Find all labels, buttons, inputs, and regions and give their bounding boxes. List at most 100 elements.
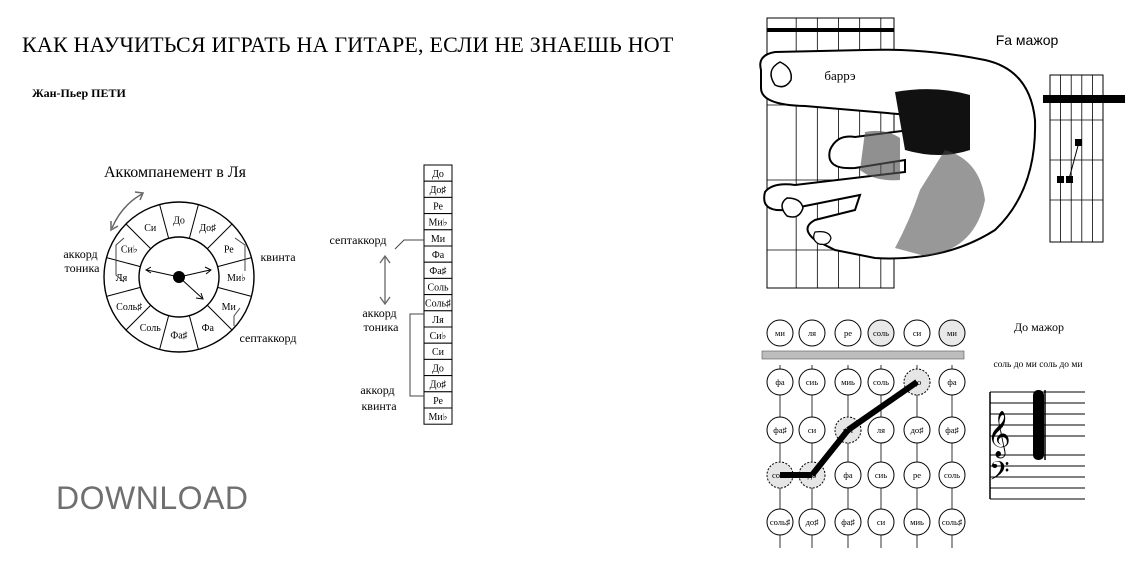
fret-note: си bbox=[867, 508, 895, 536]
author-name: Жан-Пьер ПЕТИ bbox=[32, 86, 126, 100]
ladder-cell: До bbox=[423, 164, 453, 182]
ladder-cell: Ля bbox=[423, 310, 453, 328]
svg-text:соль: соль bbox=[873, 377, 889, 387]
ladder-cell: До♯ bbox=[423, 180, 453, 198]
fret-note: сиь bbox=[867, 461, 895, 489]
open-string-note: си bbox=[903, 319, 931, 347]
fifth-bracket bbox=[234, 237, 246, 271]
do-major-nut bbox=[761, 350, 965, 360]
svg-text:Фа: Фа bbox=[432, 250, 445, 261]
ladder-label-fifth: аккорд квинта bbox=[360, 383, 397, 413]
circle-note: До bbox=[173, 216, 185, 227]
svg-text:Соль: Соль bbox=[427, 282, 449, 293]
ladder-label-seventh: септаккорд bbox=[330, 233, 387, 247]
music-staff: 𝄞 𝄢 bbox=[987, 390, 1085, 500]
svg-text:До: До bbox=[432, 169, 444, 180]
svg-text:Фа♯: Фа♯ bbox=[429, 266, 446, 277]
circle-label-fifth: квинта bbox=[260, 250, 296, 264]
circle-note: Фа♯ bbox=[170, 331, 187, 342]
fret-note: соль♯ bbox=[938, 508, 966, 536]
svg-text:ля: ля bbox=[877, 425, 885, 435]
fret-note: соль bbox=[867, 368, 895, 396]
svg-text:фа: фа bbox=[775, 377, 785, 387]
ladder-cell: Ми♭ bbox=[423, 407, 453, 425]
rotation-arrow-icon bbox=[110, 191, 145, 232]
svg-text:Ре: Ре bbox=[433, 201, 443, 212]
fret-note: ля bbox=[867, 416, 895, 444]
fret-note: соль bbox=[938, 461, 966, 489]
svg-text:Ми: Ми bbox=[431, 234, 446, 245]
svg-text:си: си bbox=[877, 517, 886, 527]
svg-text:Ми♭: Ми♭ bbox=[429, 412, 448, 423]
svg-text:ля: ля bbox=[808, 328, 816, 338]
ladder-cell: До bbox=[423, 358, 453, 377]
fret-note: фа♯ bbox=[938, 416, 966, 444]
svg-text:фа♯: фа♯ bbox=[945, 425, 959, 435]
fret-note: фа bbox=[938, 368, 966, 396]
fret-note: миь bbox=[903, 508, 931, 536]
circle-heading: Аккомпанемент в Ля bbox=[104, 164, 247, 181]
fa-major-title: Fa мажор bbox=[996, 32, 1059, 48]
svg-text:ре: ре bbox=[844, 328, 852, 338]
do-major-notes-line: соль до ми соль до ми bbox=[993, 360, 1082, 370]
fret-note: миь bbox=[834, 368, 862, 396]
bass-clef-icon: 𝄢 bbox=[989, 456, 1010, 492]
fret-note: фа bbox=[766, 368, 794, 396]
circle-note: Фа bbox=[202, 323, 215, 334]
fret-note: соль♯ bbox=[766, 508, 794, 536]
ladder-cell: Си bbox=[423, 342, 453, 360]
circle-note: До♯ bbox=[199, 223, 216, 234]
ladder-cell: Си♭ bbox=[423, 326, 453, 344]
circle-note: Ля bbox=[116, 273, 128, 284]
barre-chord-illustration: баррэ Fa мажор bbox=[759, 17, 1125, 289]
ladder-cell: Ре bbox=[423, 196, 453, 215]
do-major-diagram: миляресольсимифасиьмиьсольдофафа♯симиляд… bbox=[761, 319, 1085, 548]
fa-major-chord-diagram bbox=[1043, 74, 1125, 243]
svg-text:соль♯: соль♯ bbox=[942, 517, 963, 527]
ladder-label-tonic: аккорд тоника bbox=[362, 306, 399, 334]
ladder-cell: До♯ bbox=[423, 375, 453, 393]
svg-text:ре: ре bbox=[913, 470, 921, 480]
fret-note: фа♯ bbox=[766, 416, 794, 444]
ladder-cell: Фа bbox=[423, 245, 453, 263]
open-string-note: ля bbox=[798, 319, 826, 347]
svg-text:До♯: До♯ bbox=[430, 185, 447, 196]
tonic-bracket bbox=[115, 237, 125, 283]
fret-note: сиь bbox=[798, 368, 826, 396]
svg-text:миь: миь bbox=[910, 517, 924, 527]
circle-label-seventh: септаккорд bbox=[240, 331, 297, 345]
svg-text:до♯: до♯ bbox=[911, 425, 925, 435]
circle-note: Ми bbox=[222, 302, 237, 313]
open-string-note: ми bbox=[766, 319, 794, 347]
svg-text:си: си bbox=[808, 425, 817, 435]
svg-text:фа♯: фа♯ bbox=[773, 425, 787, 435]
fret-note: си bbox=[798, 416, 826, 444]
fret-note: фа♯ bbox=[834, 508, 862, 536]
circle-label-tonic: аккорд тоника bbox=[63, 247, 100, 275]
do-major-title: До мажор bbox=[1014, 320, 1064, 334]
chromatic-ladder-diagram: ДоДо♯РеМи♭МиФаФа♯СольСоль♯ЛяСи♭СиДоДо♯Ре… bbox=[330, 164, 453, 425]
svg-text:ми: ми bbox=[775, 328, 785, 338]
svg-text:Си♭: Си♭ bbox=[430, 331, 447, 342]
svg-text:си: си bbox=[913, 328, 922, 338]
svg-text:Соль♯: Соль♯ bbox=[425, 299, 451, 310]
accompaniment-circle-diagram: Аккомпанемент в Ля ДоДо♯РеМи♭МиФаФа♯Соль… bbox=[63, 164, 297, 353]
svg-text:Си: Си bbox=[432, 347, 445, 358]
svg-text:соль: соль bbox=[944, 470, 960, 480]
barre-label: баррэ bbox=[824, 68, 856, 83]
fret-note: ре bbox=[903, 461, 931, 489]
ladder-cell: Ми bbox=[423, 229, 453, 247]
ladder-seventh-bracket bbox=[394, 239, 424, 250]
svg-text:соль: соль bbox=[873, 328, 889, 338]
svg-text:соль♯: соль♯ bbox=[770, 517, 791, 527]
fret-note: фа bbox=[834, 461, 862, 489]
svg-text:Ля: Ля bbox=[432, 315, 444, 326]
seventh-bracket bbox=[233, 307, 241, 326]
ladder-tonic-bracket bbox=[409, 313, 424, 397]
download-link[interactable]: DOWNLOAD bbox=[56, 480, 249, 516]
svg-text:миь: миь bbox=[841, 377, 855, 387]
circle-note: Си♭ bbox=[121, 244, 138, 255]
svg-text:До: До bbox=[432, 363, 444, 374]
hand-image bbox=[759, 48, 1037, 260]
svg-text:до♯: до♯ bbox=[806, 517, 820, 527]
